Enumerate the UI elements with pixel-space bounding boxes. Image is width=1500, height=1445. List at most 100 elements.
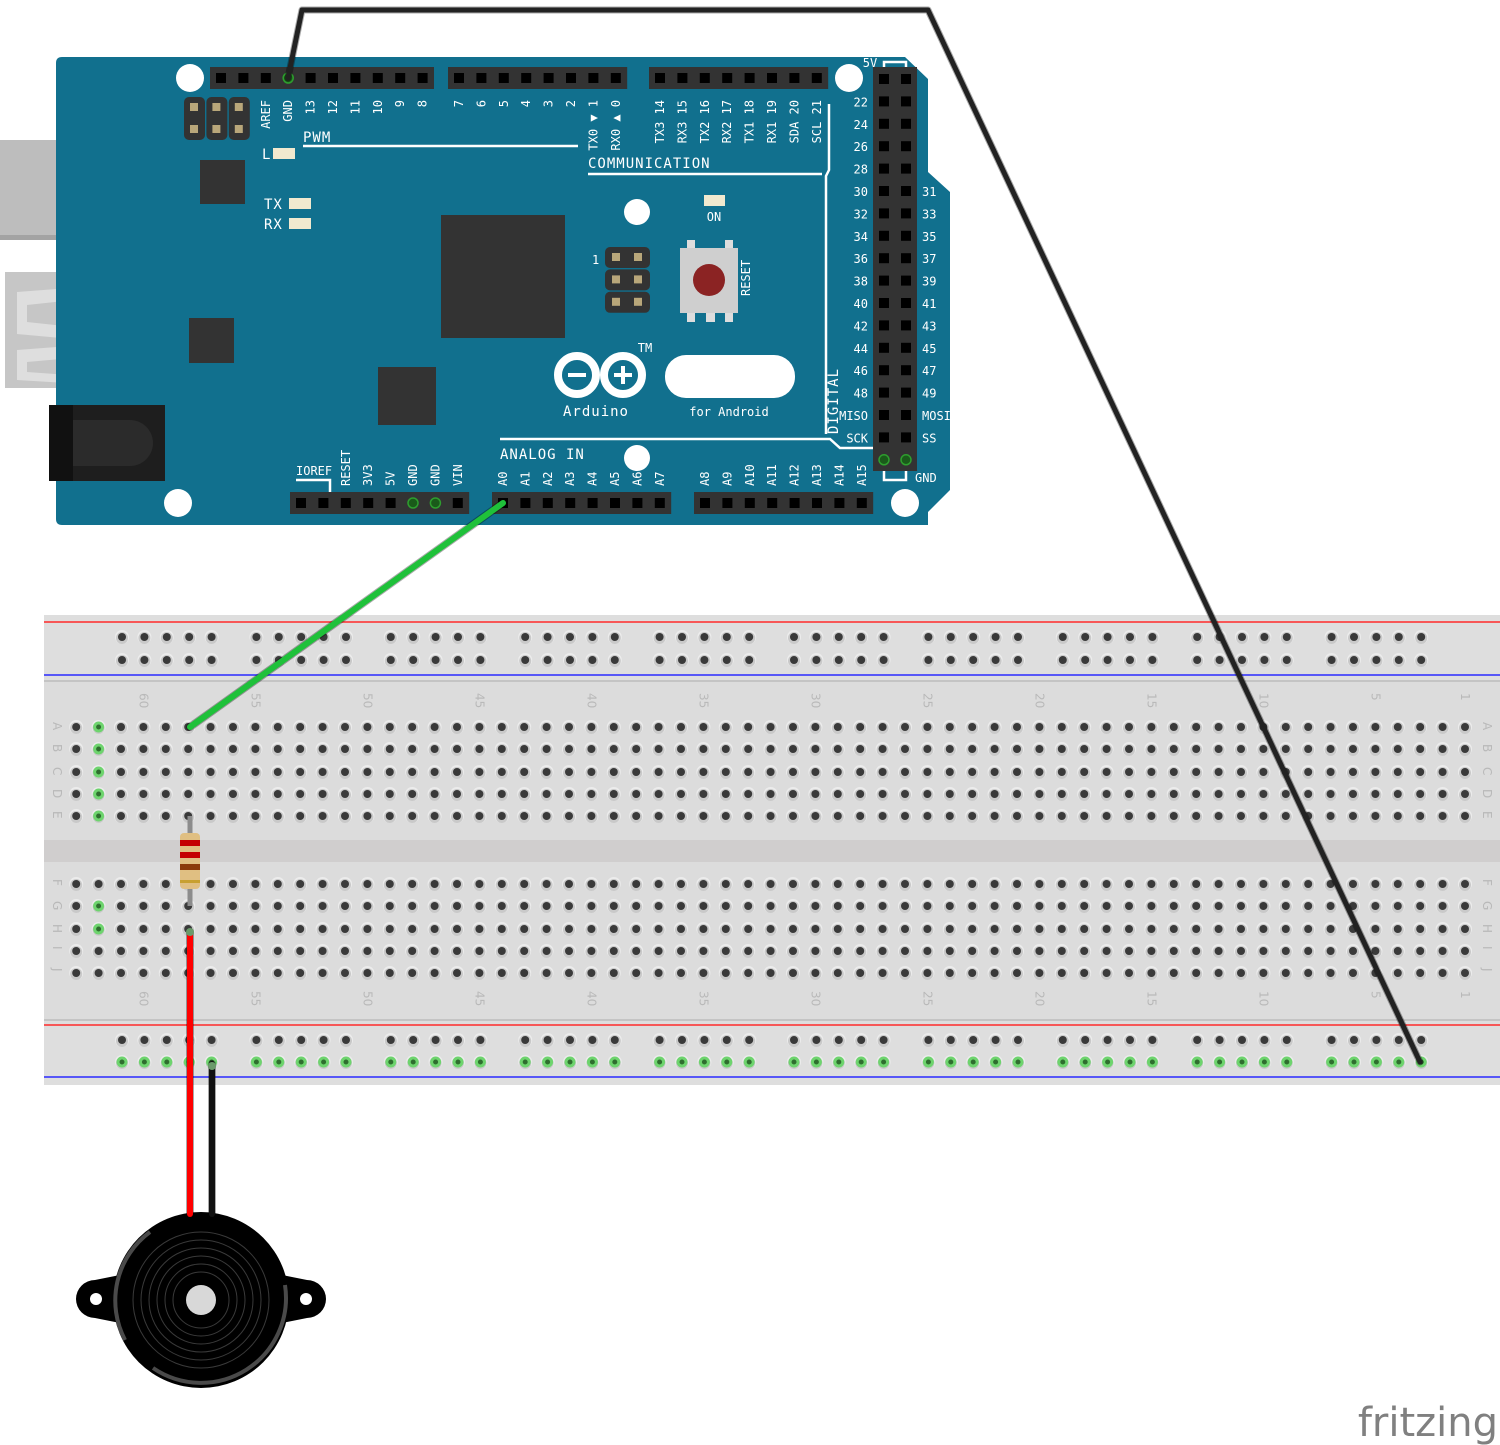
header-pin[interactable] — [521, 73, 532, 83]
header-pin[interactable] — [879, 141, 889, 152]
header-pin[interactable] — [318, 498, 329, 508]
header-pin[interactable] — [789, 73, 800, 83]
header-pin[interactable] — [565, 498, 576, 508]
header-pin[interactable] — [767, 73, 777, 83]
header-pin[interactable] — [901, 186, 911, 196]
header-pin[interactable] — [900, 454, 912, 466]
header-pin[interactable] — [879, 387, 889, 398]
header-pin[interactable] — [901, 410, 911, 420]
header-pin[interactable] — [767, 498, 778, 508]
header-pin[interactable] — [879, 253, 889, 264]
header-pin[interactable] — [722, 498, 733, 508]
header-pin[interactable] — [834, 498, 845, 508]
header-pin[interactable] — [879, 365, 889, 376]
header-pin[interactable] — [901, 298, 911, 308]
header-pin[interactable] — [654, 498, 665, 508]
header-pin[interactable] — [879, 74, 889, 84]
header-pin[interactable] — [587, 498, 598, 508]
pin-label: A15 — [855, 464, 869, 486]
header-pin[interactable] — [588, 73, 599, 83]
header-pin[interactable] — [901, 342, 911, 353]
row-label: J — [50, 967, 64, 972]
header-pin[interactable] — [296, 498, 306, 508]
header-pin[interactable] — [811, 73, 822, 83]
pin-label: 26 — [854, 140, 868, 154]
header-pin[interactable] — [543, 73, 554, 83]
header-pin[interactable] — [901, 387, 911, 398]
communication-label: COMMUNICATION — [588, 156, 711, 172]
header-pin[interactable] — [395, 73, 406, 83]
header-pin[interactable] — [340, 498, 351, 508]
header-pin[interactable] — [566, 73, 576, 83]
header-pin[interactable] — [901, 230, 911, 241]
header-pin[interactable] — [901, 275, 911, 286]
header-pin[interactable] — [879, 410, 889, 420]
header-pin[interactable] — [476, 73, 487, 83]
header-pin[interactable] — [879, 163, 889, 174]
header-pin[interactable] — [901, 320, 911, 331]
header-pin[interactable] — [452, 498, 463, 508]
row-label: H — [50, 924, 64, 933]
header-pin[interactable] — [901, 141, 911, 152]
header-pin[interactable] — [350, 73, 361, 83]
header-pin[interactable] — [610, 498, 620, 508]
header-pin[interactable] — [699, 73, 710, 83]
header-pin[interactable] — [677, 73, 688, 83]
header-pin[interactable] — [655, 73, 665, 83]
header-pin[interactable] — [901, 96, 911, 107]
header-pin[interactable] — [305, 73, 316, 83]
header-pin[interactable] — [812, 498, 822, 508]
header-pin[interactable] — [879, 275, 889, 286]
header-pin[interactable] — [879, 96, 889, 107]
header-pin[interactable] — [363, 498, 374, 508]
header-pin[interactable] — [385, 498, 396, 508]
header-pin[interactable] — [744, 498, 755, 508]
header-pin[interactable] — [879, 342, 889, 353]
header-pin[interactable] — [610, 73, 621, 83]
analog-a0-wire[interactable] — [187, 500, 506, 730]
header-pin[interactable] — [744, 73, 755, 83]
header-pin[interactable] — [879, 118, 889, 129]
breadboard[interactable]: 6060555550504545404035353030252520201515… — [44, 615, 1500, 1085]
pin-label: 34 — [854, 230, 868, 244]
header-pin[interactable] — [901, 208, 911, 219]
header-pin[interactable] — [328, 73, 338, 83]
header-pin[interactable] — [878, 454, 890, 466]
header-pin[interactable] — [429, 497, 442, 509]
header-pin[interactable] — [417, 73, 428, 83]
header-pin[interactable] — [879, 298, 889, 308]
header-pin[interactable] — [632, 498, 643, 508]
header-pin[interactable] — [498, 73, 509, 83]
header-pin[interactable] — [542, 498, 553, 508]
header-pin[interactable] — [520, 498, 531, 508]
header-pin[interactable] — [901, 432, 911, 443]
header-pin[interactable] — [901, 365, 911, 376]
header-pin[interactable] — [260, 73, 271, 83]
gnd-wire[interactable] — [285, 7, 1423, 1065]
header-pin[interactable] — [238, 73, 249, 83]
header-pin[interactable] — [879, 208, 889, 219]
pin-label: 35 — [922, 230, 936, 244]
header-pin[interactable] — [879, 320, 889, 331]
resistor-band — [180, 840, 200, 846]
header-pin[interactable] — [700, 498, 710, 508]
header-pin[interactable] — [454, 73, 464, 83]
header-pin[interactable] — [856, 498, 867, 508]
header-pin[interactable] — [407, 497, 419, 509]
header-pin[interactable] — [879, 432, 889, 443]
reset-button[interactable] — [680, 240, 738, 322]
piezo-buzzer[interactable] — [76, 1212, 326, 1388]
header-pin[interactable] — [879, 186, 889, 196]
header-pin[interactable] — [372, 73, 383, 83]
header-pin[interactable] — [901, 118, 911, 129]
header-pin[interactable] — [722, 73, 733, 83]
header-pin[interactable] — [901, 253, 911, 264]
header-pin[interactable] — [879, 230, 889, 241]
resistor[interactable] — [180, 816, 200, 906]
header-pin[interactable] — [901, 74, 911, 84]
header-pin[interactable] — [789, 498, 800, 508]
led-on — [704, 195, 725, 206]
header-pin[interactable] — [216, 73, 226, 83]
header-pin[interactable] — [901, 163, 911, 174]
